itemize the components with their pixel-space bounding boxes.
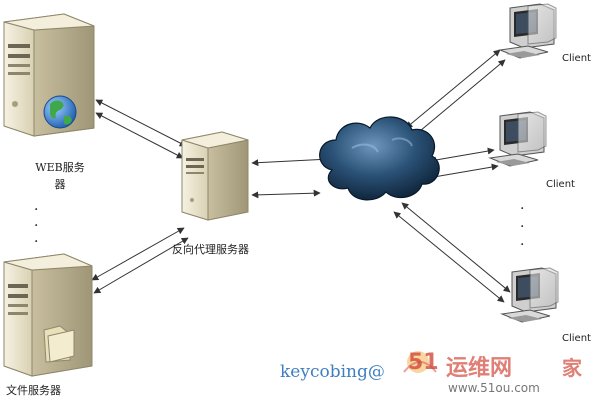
client-computer-icon [498, 3, 557, 59]
globe-icon [43, 95, 77, 129]
file-server-label: 文件服务器 [6, 384, 61, 397]
web-server-icon [3, 13, 95, 137]
ellipsis-dot: · [520, 237, 525, 253]
arrow-proxy-to-file [91, 227, 185, 281]
client-label: Client [562, 333, 591, 344]
client-computer-icon [500, 267, 559, 323]
client-label: Client [546, 179, 575, 190]
proxy-server-icon [181, 131, 249, 221]
arrow-cloud-to-client-3 [401, 202, 511, 293]
web-server-label-line2: 器 [54, 178, 66, 191]
arrow-web-to-proxy-2 [95, 112, 184, 159]
watermark-site: www.51ou.com [448, 381, 540, 395]
file-server-icon [3, 253, 93, 377]
ellipsis-dot: · [34, 202, 39, 218]
arrow-cloud-to-client-1b [413, 59, 506, 137]
ellipsis-dot: · [34, 234, 39, 250]
ellipsis-dot: · [520, 219, 525, 235]
arrow-cloud-to-client-2 [429, 147, 495, 164]
arrow-proxy-to-cloud [251, 155, 331, 167]
web-server-label-line1: WEB服务 [35, 161, 85, 174]
arrow-proxy-to-file-2 [93, 237, 189, 294]
arrow-cloud-to-client-1 [405, 49, 501, 129]
watermark-logo-icon [403, 351, 437, 373]
proxy-server-label: 反向代理服务器 [172, 243, 249, 256]
arrow-cloud-to-client-2b [427, 163, 499, 181]
watermark-brand-name: 运维网 [446, 356, 513, 381]
ellipsis-dot: · [34, 218, 39, 234]
client-computer-icon [488, 111, 547, 167]
watermark-brand-number: 51 [408, 350, 439, 375]
arrows [91, 49, 511, 303]
watermark-brand-tail: 家 [562, 356, 582, 380]
arrow-cloud-to-client-3b [393, 211, 505, 303]
internet-cloud-icon [319, 116, 440, 201]
ellipsis-dot: · [520, 201, 525, 217]
arrow-web-to-proxy [95, 99, 187, 147]
client-label: Client [562, 53, 591, 64]
watermark-author: keycobing@ [280, 362, 385, 382]
folder-icon [43, 325, 75, 363]
arrow-proxy-to-cloud-2 [251, 189, 321, 199]
